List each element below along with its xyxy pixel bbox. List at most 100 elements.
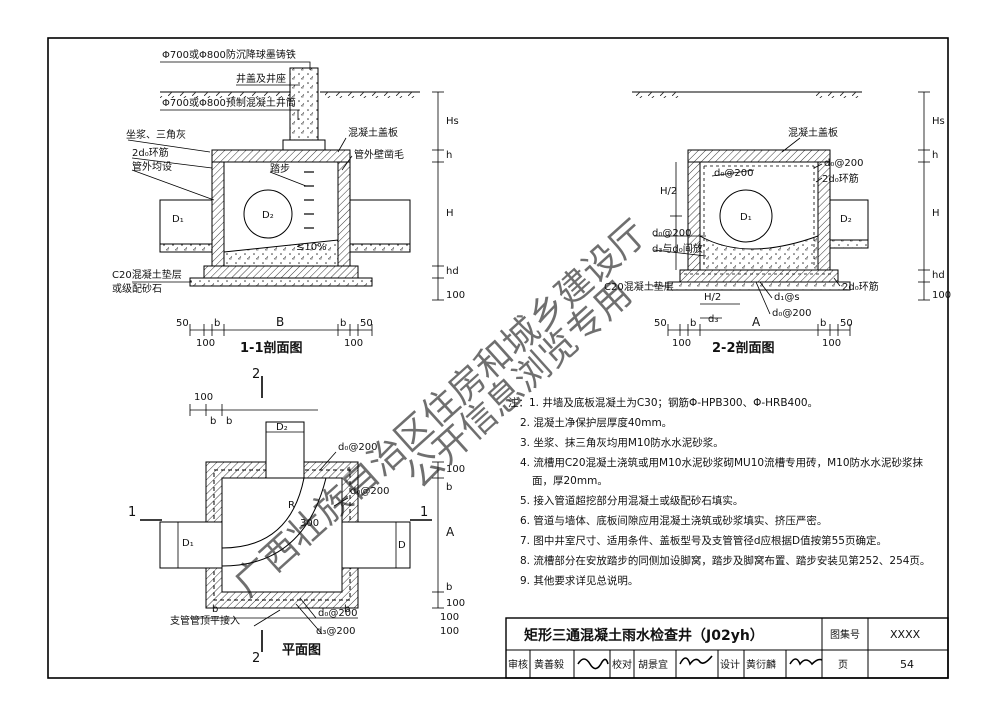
callout-cover: Φ700或Φ800防沉降球墨铸铁 — [162, 48, 296, 61]
callout-cushion-alt: 或级配砂石 — [112, 282, 162, 295]
callout-cushion-2: C20混凝土垫层 — [604, 280, 674, 293]
plan-callout-branch: 支管管顶平接入 — [170, 614, 240, 627]
mark-hs-2: Hs — [932, 116, 945, 127]
plan-dim-top-b2: b — [226, 416, 232, 427]
dim2-100-left: 100 — [672, 338, 691, 349]
mark-d3: d₃ — [708, 314, 718, 325]
mark-h2-b: H/2 — [704, 292, 721, 303]
caption-1-1: 1-1剖面图 — [240, 340, 303, 356]
mark-hd: hd — [446, 266, 459, 277]
dim-100-right: 100 — [344, 338, 363, 349]
plan-mark-100-b: 100 — [446, 598, 465, 609]
dim-50-right: 50 — [360, 318, 373, 329]
plan-mark-d2: D₂ — [276, 422, 288, 433]
signature-review — [577, 658, 609, 670]
note-4b: 面，厚20mm。 — [532, 475, 608, 487]
callout-step: 踏步 — [270, 162, 290, 175]
note-5: 5. 接入管道超挖部分用混凝土或级配砂石填实。 — [520, 494, 743, 507]
note-2: 2. 混凝土净保护层厚度40mm。 — [520, 416, 672, 429]
note-3: 3. 坐浆、抹三角灰均用M10防水水泥砂浆。 — [520, 436, 724, 449]
plan-dim-top-b1: b — [210, 416, 216, 427]
callout-d1s: d₁@s — [774, 292, 800, 303]
plan-dim-bot-100b: 100 — [440, 626, 459, 637]
callout-riser: Φ700或Φ800预制混凝土井筒 — [162, 96, 296, 109]
note-9: 9. 其他要求详见总说明。 — [520, 574, 638, 587]
dim-50-left: 50 — [176, 318, 189, 329]
plan-dim-bot-100a: 100 — [440, 612, 459, 623]
note-7: 7. 图中井室尺寸、适用条件、盖板型号及支管管径d应根据D值按第55页确定。 — [520, 534, 887, 547]
plan-labels: 2 2 1 1 d₀@200 d₀@200 支管管顶平接入 d₀@200 d₃@… — [128, 367, 465, 666]
callout-cover-seat: 井盖及井座 — [236, 72, 286, 85]
mark-hd-2: hd — [932, 270, 945, 281]
section-mark-2-bottom: 2 — [252, 651, 260, 666]
dim2-A: A — [752, 315, 761, 329]
mark-h: h — [446, 150, 452, 161]
section-1-1-labels: Φ700或Φ800防沉降球墨铸铁 井盖及井座 Φ700或Φ800预制混凝土井筒 … — [112, 48, 465, 356]
callout-cover-slab: 混凝土盖板 — [348, 126, 398, 139]
mark-d1: D₁ — [172, 214, 184, 225]
plan-callout-d0-a: d₀@200 — [338, 442, 377, 453]
note-4: 4. 流槽用C20混凝土浇筑或用M10水泥砂浆砌MU10流槽专用砖，M10防水水… — [520, 456, 923, 469]
plan-mark-b-b: b — [446, 582, 452, 593]
plan-mark-100-a: 100 — [446, 464, 465, 475]
atlas-number: XXXX — [890, 628, 921, 641]
note-6: 6. 管道与墙体、底板间隙应用混凝土浇筑或砂浆填实、挤压严密。 — [520, 514, 827, 527]
callout-ring-bar-3: 2d₀环筋 — [842, 280, 879, 293]
plan-callout-d3: d₃@200 — [316, 626, 355, 637]
plan-mark-300: 300 — [300, 518, 319, 529]
mark-d2-2: D₂ — [840, 214, 852, 225]
mark-100-2: 100 — [932, 290, 951, 301]
dim2-b-left: b — [690, 318, 696, 329]
name-check: 胡景宜 — [638, 658, 668, 671]
name-review: 黄善毅 — [534, 658, 564, 671]
title-block — [505, 617, 949, 679]
role-check: 校对 — [612, 658, 632, 671]
dim-b-left: b — [214, 318, 220, 329]
plan-view — [140, 376, 444, 652]
sheet-title: 矩形三通混凝土雨水检查井（J02yh） — [524, 627, 764, 644]
note-1: 注：1. 井墙及底板混凝土为C30；钢筋Φ-HPB300、Φ-HRB400。 — [508, 396, 818, 409]
role-design: 设计 — [720, 658, 740, 671]
page-label: 页 — [838, 659, 848, 671]
dim-B: B — [276, 315, 284, 329]
mark-slope: ≤10% — [296, 242, 327, 253]
section-2-2-labels: 混凝土盖板 d₀@200 2d₀环筋 d₀@200 d₀@200 d₃与d₀间放… — [604, 116, 951, 356]
page-number: 54 — [900, 658, 914, 671]
note-8: 8. 流槽部分在安放踏步的同侧加设脚窝，踏步及脚窝布置、踏步安装见第252、25… — [520, 554, 930, 567]
dim2-50-right: 50 — [840, 318, 853, 329]
callout-ring-bar: 2d₀环筋 — [132, 146, 169, 159]
signature-design — [789, 658, 823, 666]
dim-b-right: b — [340, 318, 346, 329]
plan-callout-d0-c: d₀@200 — [318, 608, 357, 619]
section-mark-2-top: 2 — [252, 367, 260, 382]
plan-dim-bot-b1: b — [212, 604, 218, 615]
role-review: 审核 — [508, 658, 528, 671]
name-design: 黄衍麟 — [746, 658, 776, 671]
callout-mortar: 坐浆、三角灰 — [126, 128, 186, 141]
dim2-50-left: 50 — [654, 318, 667, 329]
mark-H-2: H — [932, 208, 940, 219]
plan-mark-b-a: b — [446, 482, 452, 493]
plan-dim-top-100: 100 — [194, 392, 213, 403]
callout-cushion: C20混凝土垫层 — [112, 268, 182, 281]
callout-pipe-outer: 管外均设 — [132, 160, 172, 173]
plan-mark-a: A — [446, 525, 455, 539]
sheet-border — [47, 37, 949, 679]
plan-mark-r: R — [288, 500, 295, 511]
plan-mark-d1: D₁ — [182, 538, 194, 549]
mark-hs: Hs — [446, 116, 459, 127]
signature-check — [679, 655, 713, 666]
callout-pipe-rough: 管外壁凿毛 — [354, 148, 404, 161]
caption-2-2: 2-2剖面图 — [712, 340, 775, 356]
mark-d1-2: D₁ — [740, 212, 752, 223]
mark-h-2: h — [932, 150, 938, 161]
plan-dim-bot-b2: b — [344, 604, 350, 615]
callout-ring-bar-2: 2d₀环筋 — [822, 172, 859, 185]
mark-h2-a: H/2 — [660, 186, 677, 197]
title-block-text: 矩形三通混凝土雨水检查井（J02yh） 图集号 XXXX 审核 黄善毅 校对 胡… — [508, 627, 921, 671]
mark-H: H — [446, 208, 454, 219]
section-2-2 — [632, 91, 930, 336]
callout-d0-d: d₀@200 — [772, 308, 811, 319]
caption-plan: 平面图 — [282, 643, 321, 658]
